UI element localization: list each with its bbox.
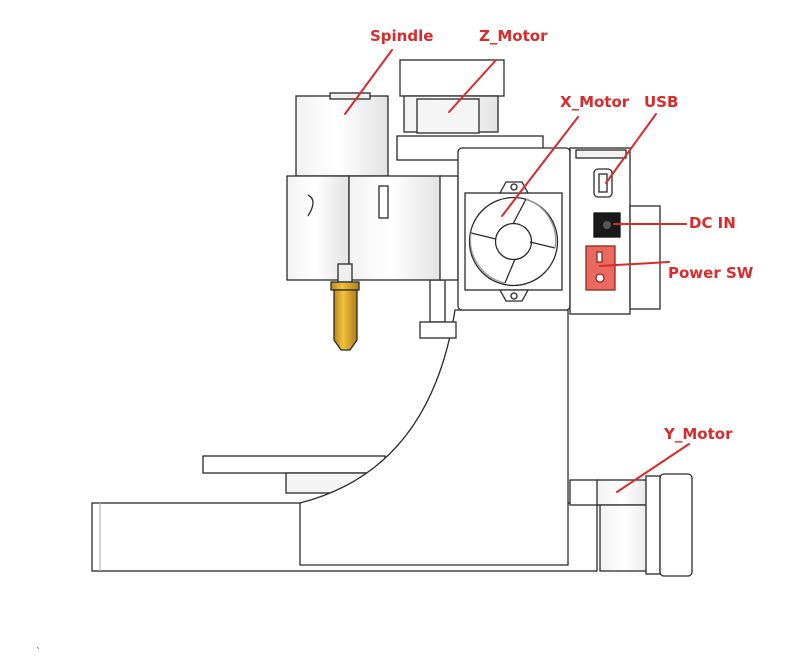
- machine-column: [299, 309, 569, 566]
- power-switch: [585, 245, 616, 291]
- leader-power-sw: [599, 261, 670, 267]
- leader-spindle: [344, 49, 393, 115]
- x-motor-housing: [457, 147, 571, 311]
- leader-usb: [605, 113, 657, 184]
- usb-port: [593, 168, 613, 198]
- z-motor-body: [399, 59, 505, 134]
- label-z-motor: Z_Motor: [479, 27, 548, 45]
- label-spindle: Spindle: [370, 27, 434, 45]
- label-x-motor: X_Motor: [560, 93, 630, 111]
- label-dc-in: DC IN: [689, 214, 736, 232]
- label-power-sw: Power SW: [668, 264, 754, 282]
- label-usb: USB: [644, 93, 679, 111]
- y-motor-body: [569, 473, 693, 577]
- leader-y-motor: [616, 443, 690, 493]
- spindle-body: [286, 92, 459, 351]
- leader-z-motor: [448, 59, 497, 113]
- label-y-motor: Y_Motor: [664, 425, 733, 443]
- stray-mark: `: [36, 645, 40, 659]
- leader-x-motor: [501, 116, 579, 217]
